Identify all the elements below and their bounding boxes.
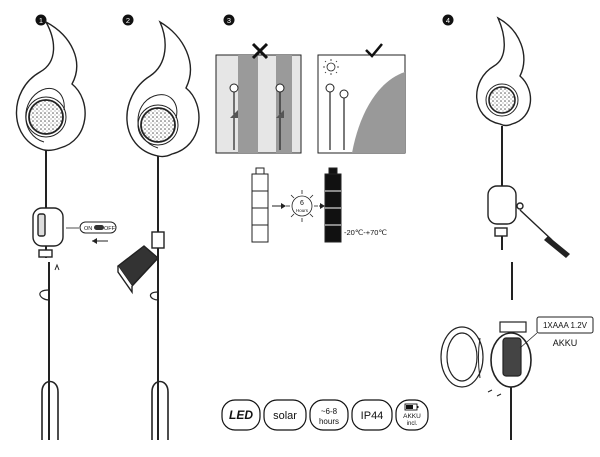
step-2-badge: 2	[122, 14, 134, 26]
battery-icon	[404, 403, 419, 411]
switch-detail: ON OFF	[66, 221, 117, 244]
solar-label: solar	[273, 410, 297, 422]
glass-ball	[488, 86, 516, 114]
battery-compartment-detail	[440, 262, 532, 440]
solar-box	[487, 185, 517, 225]
temperature-range: -20℃-+70℃	[344, 228, 387, 237]
charge-duration: 6	[300, 200, 304, 207]
akku-label: AKKU	[403, 413, 421, 420]
runtime-unit: hours	[319, 417, 339, 426]
battery-full-icon	[324, 167, 342, 243]
runtime-badge: ~6-8 hours	[309, 399, 349, 431]
arrow-right-icon	[272, 203, 286, 209]
step-2-number: 2	[126, 16, 130, 25]
switch-off-label: OFF	[104, 226, 116, 232]
battery-spec: 1XAAA 1.2V	[543, 321, 588, 330]
step-1-number: 1	[39, 16, 43, 25]
glass-ball	[28, 99, 64, 135]
checkmark-icon	[365, 43, 383, 58]
battery-cover	[440, 326, 484, 388]
ground-stake	[41, 380, 59, 440]
step-3-badge: 3	[223, 14, 235, 26]
screwdriver-icon	[519, 209, 570, 258]
step-1-badge: 1	[35, 14, 47, 26]
step-4-badge: 4	[442, 14, 454, 26]
ip44-label: IP44	[361, 410, 384, 422]
step-4-lamp-illustration	[476, 16, 532, 250]
cross-icon	[251, 42, 269, 60]
led-label: LED	[229, 408, 253, 422]
charge-unit: Hours	[296, 208, 309, 213]
placement-wrong-panel	[215, 42, 302, 154]
sun-icon	[323, 59, 339, 75]
switch-on-label: ON	[84, 226, 92, 232]
step-3-number: 3	[227, 16, 231, 25]
ip44-badge: IP44	[351, 399, 393, 431]
battery-spec-label: 1XAAA 1.2V AKKU	[519, 316, 594, 349]
sun-charge-icon	[286, 190, 318, 222]
arrow-left-icon	[92, 238, 108, 244]
led-badge: LED	[221, 399, 261, 431]
runtime-label: ~6-8	[321, 407, 338, 416]
ground-stake	[151, 380, 169, 440]
battery-type: AKKU	[553, 338, 578, 348]
placement-right-panel	[317, 43, 406, 154]
solar-badge: solar	[263, 399, 307, 431]
glass-ball	[140, 107, 176, 143]
akku-badge: AKKU incl.	[395, 399, 429, 431]
arrow-right-icon	[319, 203, 325, 209]
battery-empty-icon	[251, 167, 269, 243]
akku-included: incl.	[407, 421, 418, 427]
step-1-lamp-illustration	[15, 20, 86, 440]
step-4-number: 4	[446, 16, 450, 25]
step-2-lamp-illustration	[117, 20, 200, 440]
